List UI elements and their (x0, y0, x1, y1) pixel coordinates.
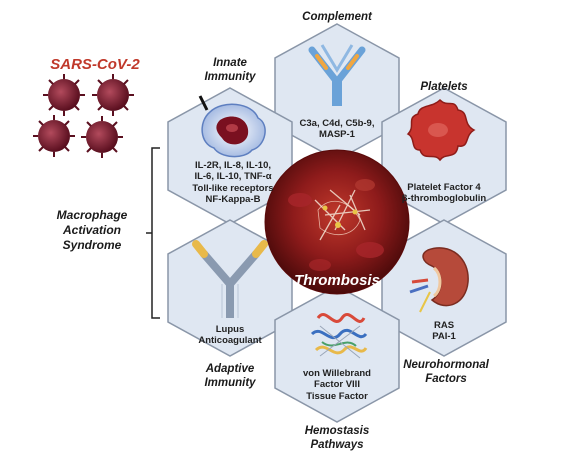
label-complement: Complement (302, 11, 372, 23)
title-sars-cov-2: SARS-CoV-2 (50, 56, 140, 73)
antibody-icon (192, 240, 268, 318)
complement-protein-icon (308, 44, 366, 106)
label-neurohormonal-factors: Neurohormonal Factors (403, 359, 489, 386)
blood-clot-image (264, 149, 410, 295)
label-hemostasis-pathways: Hemostasis Pathways (304, 425, 370, 452)
label-macrophage-activation-syndrome: Macrophage Activation Syndrome (56, 208, 128, 252)
text-hemostasis-markers: von Willebrand Factor VIII Tissue Factor (302, 368, 371, 402)
label-innate-immunity: Innate Immunity (204, 57, 256, 84)
text-complement-markers: C3a, C4d, C5b-9, MASP-1 (299, 118, 375, 141)
text-platelet-markers: Platelet Factor 4 β-thromboglobulin (401, 182, 487, 205)
text-neurohormonal-markers: RAS PAI-1 (432, 320, 456, 343)
text-innate-markers: IL-2R, IL-8, IL-10, IL-6, IL-10, TNF-α T… (192, 160, 274, 206)
mas-bracket (146, 147, 160, 319)
coronavirus-particle-icon (33, 74, 134, 158)
macrophage-cell-icon (198, 95, 266, 158)
text-adaptive-markers: Lupus Anticoagulant (198, 324, 262, 347)
protein-structure-icon (310, 313, 368, 359)
label-adaptive-immunity: Adaptive Immunity (204, 363, 256, 390)
label-platelets: Platelets (420, 81, 468, 93)
kidney-icon (409, 247, 469, 313)
label-thrombosis: Thrombosis (294, 272, 380, 289)
activated-platelet-icon (406, 98, 476, 162)
